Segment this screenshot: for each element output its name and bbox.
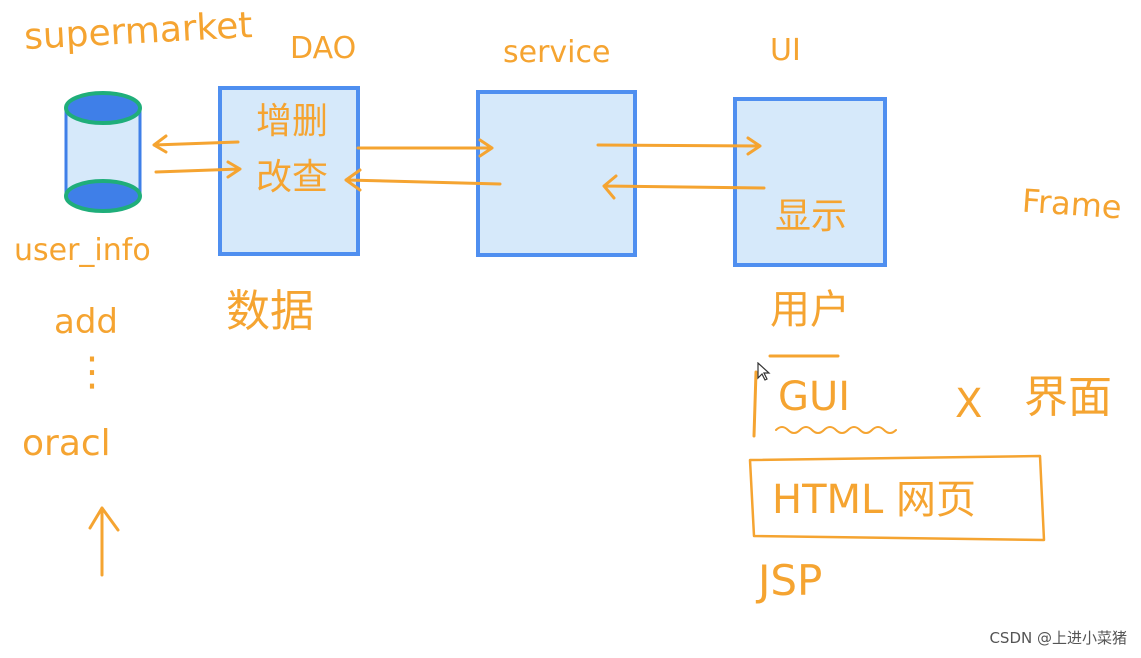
cylinder-icon	[64, 91, 142, 213]
service-box	[476, 90, 637, 257]
html-webpage-label: HTML 网页	[772, 477, 977, 523]
data-label: 数据	[226, 286, 314, 337]
ui-label: UI	[770, 33, 801, 68]
service-to-ui-arrow	[596, 136, 762, 156]
user-label: 用户	[770, 287, 850, 333]
gui-bracket	[752, 370, 758, 438]
ellipsis-label: ⋮	[72, 349, 112, 395]
ui-box: 显示	[733, 97, 887, 267]
jsp-label: JSP	[758, 556, 823, 605]
up-arrow-icon	[88, 506, 120, 577]
html-frame-box	[748, 454, 1046, 542]
db-to-dao-arrow-top	[152, 134, 240, 154]
crud-line2: 改查	[256, 157, 329, 198]
ui-to-service-arrow	[602, 174, 766, 200]
service-label: service	[503, 35, 611, 70]
oracl-label: oracl	[22, 423, 111, 464]
gui-label: GUI	[778, 374, 851, 420]
crud-line1: 增删	[256, 101, 329, 142]
dao-to-service-arrow	[356, 138, 494, 158]
gui-wavy-underline	[775, 426, 897, 434]
watermark: CSDN @上进小菜猪	[989, 629, 1127, 647]
mouse-pointer-icon	[757, 362, 771, 381]
user-info-label: user_info	[14, 233, 151, 268]
dao-label: DAO	[290, 31, 357, 66]
cross-label: X	[955, 381, 983, 427]
interface-label: 界面	[1024, 372, 1112, 423]
service-to-dao-arrow	[344, 168, 502, 192]
db-to-dao-arrow-bottom	[154, 160, 242, 179]
add-label: add	[54, 302, 118, 342]
dao-box: 增删 改查	[218, 86, 360, 256]
display-label: 显示	[775, 196, 848, 237]
